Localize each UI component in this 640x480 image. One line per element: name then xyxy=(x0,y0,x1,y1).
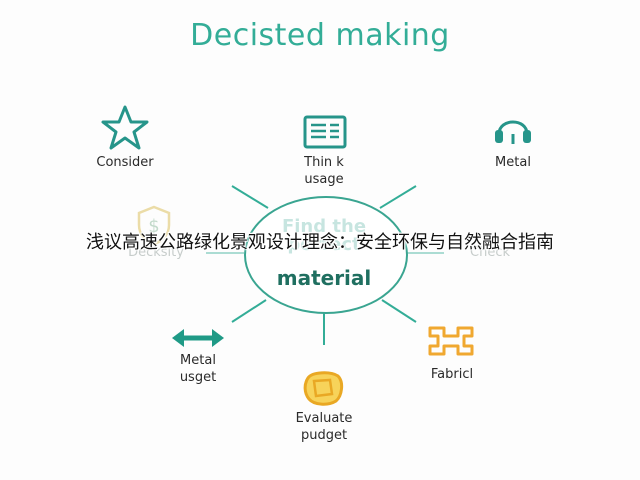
node-thin-usage-label: Thin k usage xyxy=(304,155,344,187)
center-faded-text: Find the perfect xyxy=(281,216,367,255)
node-fabric-label: Fabricl xyxy=(430,367,474,382)
fabric-link-icon xyxy=(428,326,474,356)
document-icon xyxy=(303,115,347,149)
headphones-icon xyxy=(495,120,531,144)
node-metal-label: Metal xyxy=(495,155,531,170)
dollar-shield-icon: $ xyxy=(137,205,171,246)
spoke-top-left xyxy=(231,185,269,209)
diagram-title: Decisted making xyxy=(190,18,450,53)
center-main-text: material xyxy=(276,266,372,290)
spoke-top-right xyxy=(379,185,417,209)
node-evaluate-label: Evaluate pudget xyxy=(295,411,353,443)
overlay-caption: 浅议高速公路绿化景观设计理念：安全环保与自然融合指南 xyxy=(86,232,554,253)
cube-package-icon xyxy=(303,371,344,406)
spoke-bottom-right xyxy=(381,299,417,323)
center-circle xyxy=(244,196,408,314)
node-decksity-label: Decksity xyxy=(128,245,184,260)
node-metal-usget-label: Metal usget xyxy=(179,353,217,385)
double-arrow-icon xyxy=(172,329,224,347)
node-consider-label: Consider xyxy=(96,155,154,170)
svg-text:$: $ xyxy=(148,216,159,237)
node-check-label: Check xyxy=(470,245,510,260)
spoke-bottom-left xyxy=(231,299,267,323)
star-icon xyxy=(101,105,149,150)
